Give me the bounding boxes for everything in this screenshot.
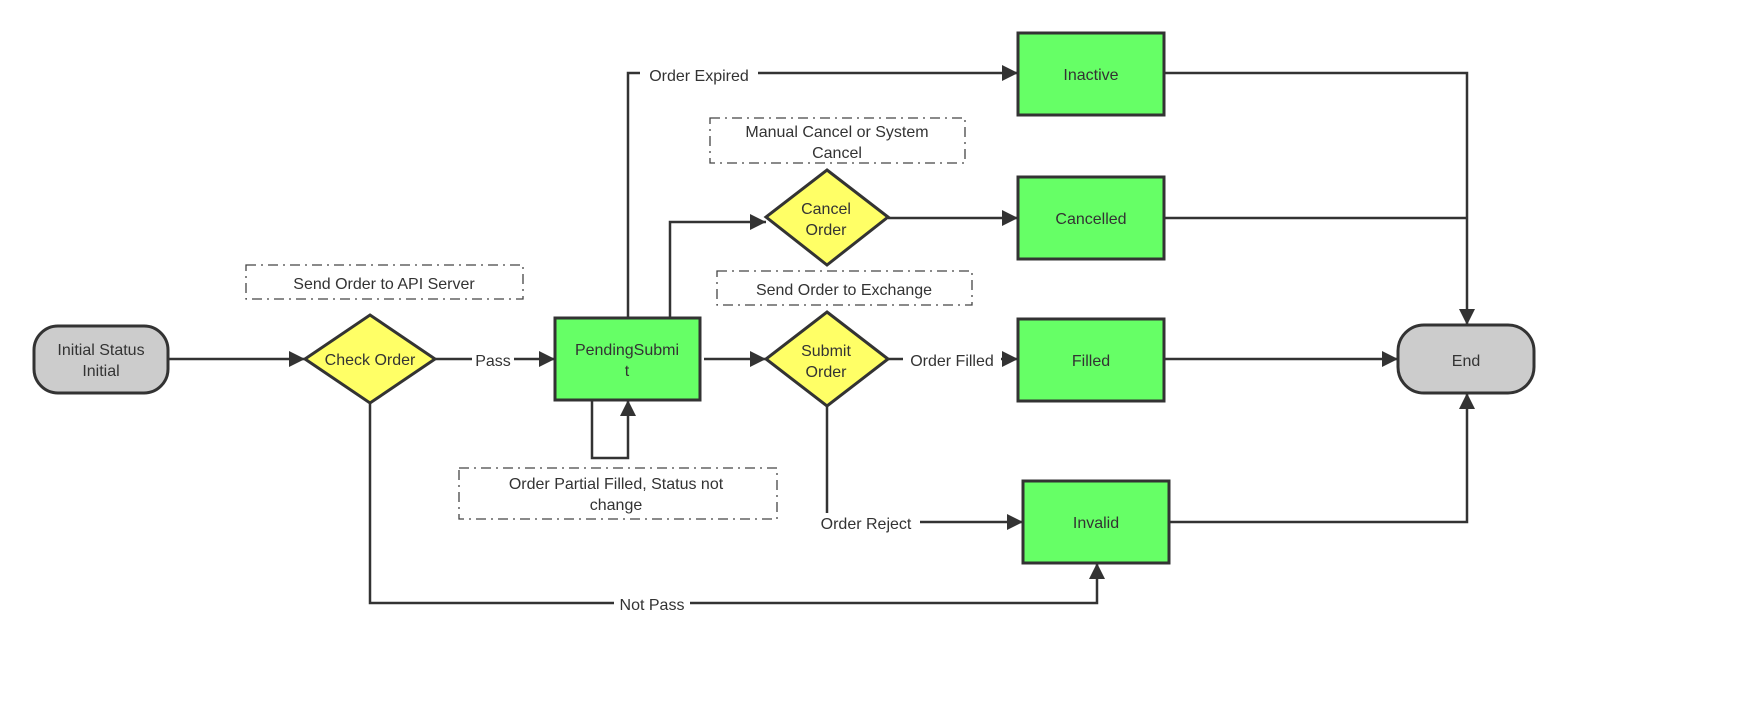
edge-self-loop (590, 400, 636, 460)
node-submit-order (763, 310, 891, 408)
label-not-pass: Not Pass (620, 597, 685, 614)
edges (168, 65, 1475, 605)
node-invalid (1021, 479, 1171, 565)
edge-not-pass (368, 403, 1105, 605)
edge-order-reject (825, 406, 1023, 530)
node-cancelled (1016, 175, 1166, 261)
note-send-api-text: Send Order to API Server (293, 276, 475, 293)
node-pending-submit (553, 316, 702, 402)
edge-invalid-end (1169, 393, 1475, 524)
edge-inactive-end (1164, 71, 1475, 325)
note-partial-filled (458, 467, 778, 520)
node-check-order-text: Check Order (325, 352, 416, 369)
node-end-text: End (1452, 353, 1480, 370)
node-check-order (302, 313, 438, 405)
label-order-reject: Order Reject (821, 516, 912, 533)
node-cancel-order (763, 168, 891, 267)
note-send-exchange (716, 270, 973, 306)
node-inactive-text: Inactive (1063, 67, 1118, 84)
edge-order-expired (626, 65, 1018, 318)
node-invalid-text: Invalid (1073, 515, 1119, 532)
node-end (1396, 323, 1536, 395)
node-initial (32, 324, 170, 395)
note-send-exchange-text: Send Order to Exchange (756, 282, 932, 299)
node-cancelled-text: Cancelled (1055, 211, 1126, 228)
note-manual-cancel (709, 117, 966, 164)
label-pass: Pass (475, 353, 511, 370)
label-order-filled: Order Filled (910, 353, 994, 370)
edge-pending-cancel (668, 214, 766, 318)
node-filled (1016, 317, 1166, 403)
node-filled-text: Filled (1072, 353, 1110, 370)
node-inactive (1016, 31, 1166, 117)
label-order-expired: Order Expired (649, 68, 749, 85)
note-send-api (245, 264, 524, 300)
